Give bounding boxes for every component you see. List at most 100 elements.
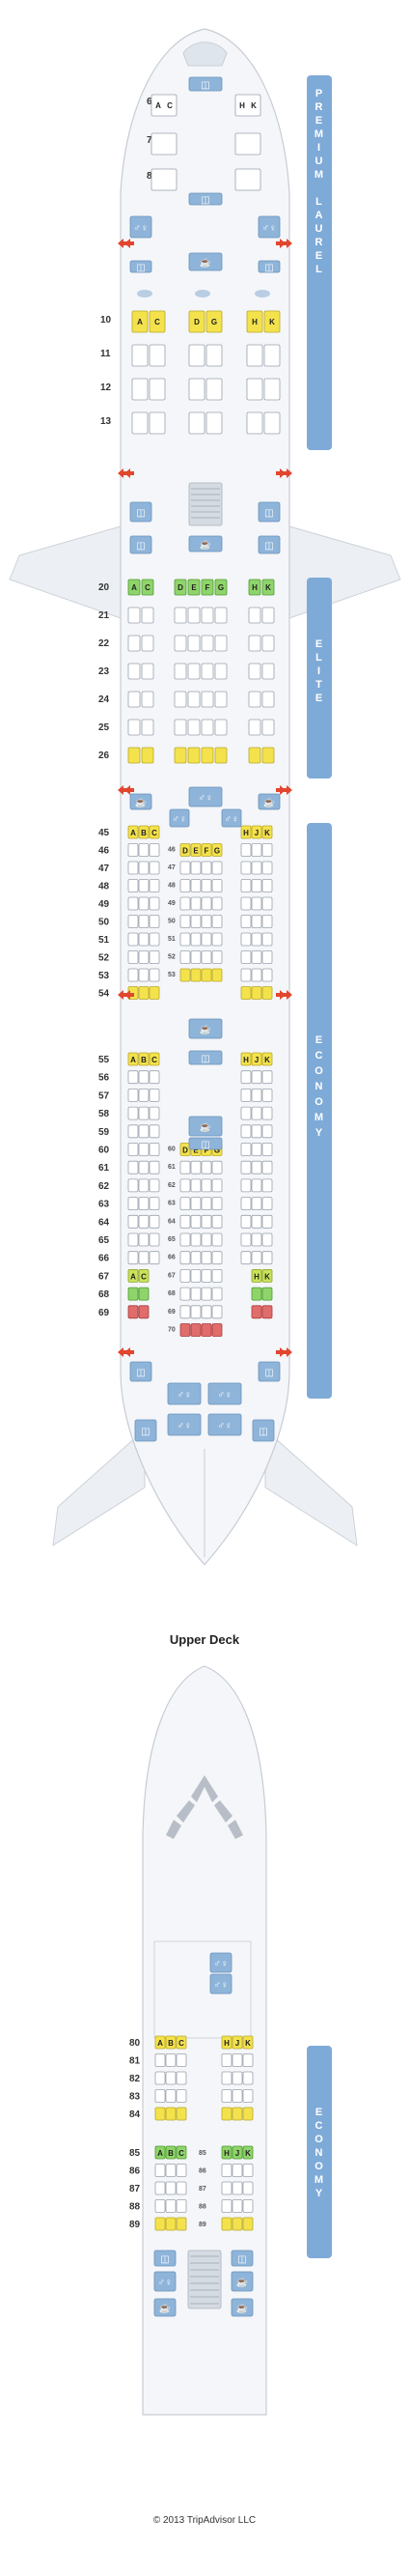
seat[interactable] — [211, 879, 223, 892]
seat[interactable] — [138, 1106, 150, 1120]
seat[interactable] — [141, 579, 154, 596]
seat[interactable] — [232, 2035, 243, 2050]
seat[interactable] — [201, 663, 214, 680]
seat[interactable] — [149, 879, 160, 892]
seat[interactable] — [165, 2145, 177, 2160]
seat[interactable] — [154, 2164, 166, 2177]
seat[interactable] — [261, 968, 273, 982]
seat[interactable] — [176, 2217, 187, 2231]
seat[interactable] — [154, 2107, 166, 2121]
seat[interactable] — [149, 843, 160, 857]
seat[interactable] — [261, 1124, 273, 1139]
seat[interactable] — [234, 168, 261, 191]
seat[interactable] — [131, 411, 149, 435]
seat[interactable] — [205, 344, 223, 367]
seat[interactable] — [190, 1197, 202, 1210]
seat[interactable] — [187, 747, 201, 764]
seat[interactable] — [242, 2089, 254, 2103]
seat[interactable] — [242, 2071, 254, 2085]
seat[interactable] — [141, 635, 154, 652]
seat[interactable] — [127, 932, 139, 947]
seat[interactable] — [176, 2035, 187, 2050]
seat[interactable] — [179, 1305, 191, 1319]
seat[interactable] — [174, 607, 187, 624]
seat[interactable] — [154, 2199, 166, 2213]
seat[interactable] — [149, 1197, 160, 1210]
seat[interactable] — [261, 1052, 273, 1066]
seat[interactable] — [261, 825, 273, 839]
seat[interactable] — [154, 2217, 166, 2231]
seat[interactable] — [261, 579, 275, 596]
seat[interactable] — [211, 843, 223, 857]
seat[interactable] — [201, 747, 214, 764]
seat[interactable] — [240, 1106, 252, 1120]
seat[interactable] — [165, 2089, 177, 2103]
seat[interactable] — [149, 932, 160, 947]
seat[interactable] — [127, 1269, 139, 1283]
seat[interactable] — [221, 2071, 232, 2085]
seat[interactable] — [261, 861, 273, 875]
seat[interactable] — [261, 1089, 273, 1102]
seat[interactable] — [214, 691, 228, 708]
seat[interactable] — [240, 968, 252, 982]
seat[interactable] — [214, 579, 228, 596]
seat[interactable] — [201, 1251, 212, 1265]
seat[interactable] — [127, 579, 141, 596]
seat[interactable] — [149, 896, 160, 911]
seat[interactable] — [201, 843, 212, 857]
seat[interactable] — [127, 1160, 139, 1175]
seat[interactable] — [240, 1052, 252, 1066]
seat[interactable] — [261, 1160, 273, 1175]
seat[interactable] — [221, 2199, 232, 2213]
seat[interactable] — [221, 2053, 232, 2067]
seat[interactable] — [242, 2217, 254, 2231]
seat[interactable] — [261, 1197, 273, 1210]
seat[interactable] — [179, 915, 191, 928]
seat[interactable] — [127, 1106, 139, 1120]
seat[interactable] — [251, 1232, 262, 1247]
seat[interactable] — [201, 1323, 212, 1337]
seat[interactable] — [211, 1269, 223, 1283]
seat[interactable] — [201, 1214, 212, 1229]
seat[interactable] — [201, 1197, 212, 1210]
seat[interactable] — [201, 1287, 212, 1301]
seat[interactable] — [154, 2181, 166, 2195]
seat[interactable] — [221, 2181, 232, 2195]
seat[interactable] — [211, 915, 223, 928]
seat[interactable] — [187, 691, 201, 708]
seat[interactable] — [251, 825, 262, 839]
seat[interactable] — [127, 1214, 139, 1229]
seat[interactable] — [149, 1089, 160, 1102]
seat[interactable] — [127, 1232, 139, 1247]
seat[interactable] — [149, 378, 166, 401]
seat[interactable] — [214, 635, 228, 652]
seat[interactable] — [179, 932, 191, 947]
seat[interactable] — [221, 2107, 232, 2121]
seat[interactable] — [251, 1269, 262, 1283]
seat[interactable] — [141, 691, 154, 708]
seat[interactable] — [190, 1287, 202, 1301]
seat[interactable] — [131, 378, 149, 401]
seat[interactable] — [127, 1287, 139, 1301]
seat[interactable] — [138, 1052, 150, 1066]
seat[interactable] — [234, 94, 261, 117]
seat[interactable] — [188, 344, 205, 367]
seat[interactable] — [232, 2053, 243, 2067]
seat[interactable] — [176, 2181, 187, 2195]
seat[interactable] — [138, 1251, 150, 1265]
seat[interactable] — [211, 950, 223, 964]
seat[interactable] — [138, 861, 150, 875]
seat[interactable] — [261, 932, 273, 947]
seat[interactable] — [248, 579, 261, 596]
seat[interactable] — [214, 663, 228, 680]
seat[interactable] — [127, 691, 141, 708]
seat[interactable] — [263, 310, 281, 333]
seat[interactable] — [240, 1089, 252, 1102]
seat[interactable] — [149, 950, 160, 964]
seat[interactable] — [240, 1214, 252, 1229]
seat[interactable] — [240, 843, 252, 857]
seat[interactable] — [176, 2071, 187, 2085]
seat[interactable] — [187, 635, 201, 652]
seat[interactable] — [240, 825, 252, 839]
seat[interactable] — [261, 663, 275, 680]
